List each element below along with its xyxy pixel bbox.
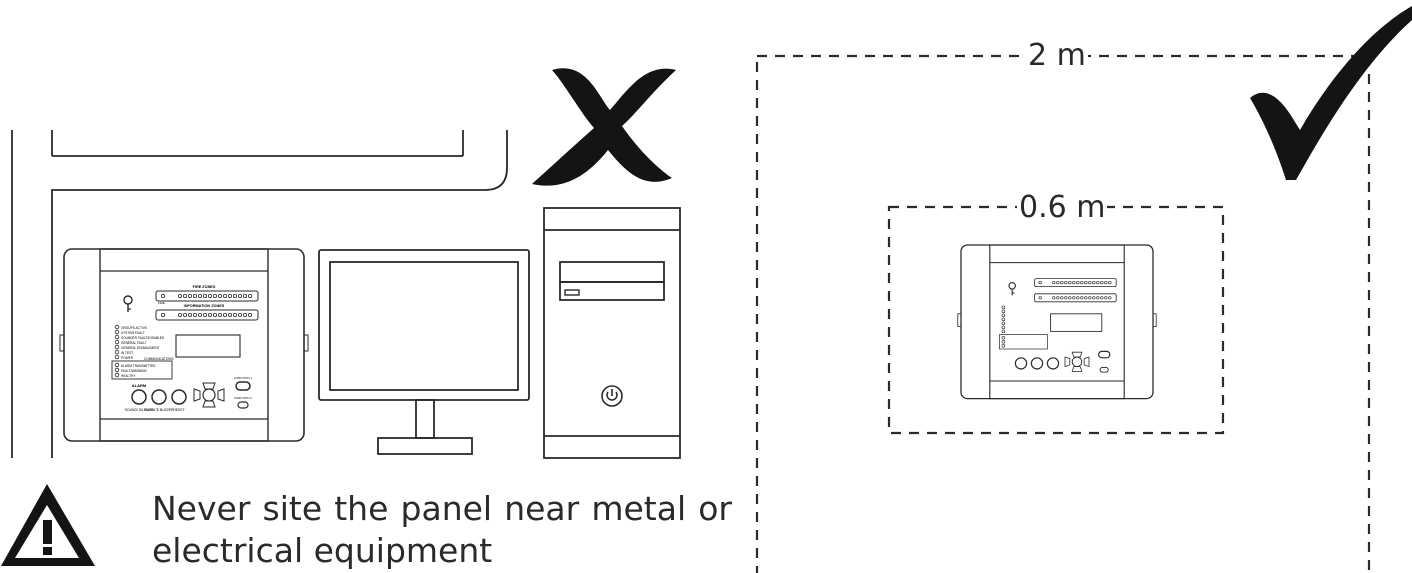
panel-button-label-0: SOUND/ SILENCE — [125, 408, 154, 412]
monitor — [318, 249, 530, 455]
panel-status-6: POWER — [121, 356, 134, 360]
panel-status-3: GENERAL FAULT — [121, 341, 147, 345]
panel-status-0: GROUPS ACTIVE — [121, 326, 147, 330]
panel-comm-1: FAULT/WARNING — [121, 369, 147, 373]
outer-dimension-label: 2 m — [1026, 38, 1088, 73]
panel-comms-label: COMMUNICATIONS — [144, 357, 174, 361]
panel-status-2: SOUNDER FAULT/DISABLED — [121, 336, 165, 340]
panel-fire-label: FIRE — [158, 301, 165, 305]
cross-icon — [532, 68, 676, 186]
fire-panel-right — [957, 244, 1157, 400]
panel-button-label-1: SILENCE BUZZER — [144, 408, 174, 412]
panel-alarm-label: ALARM — [132, 383, 147, 388]
panel-comm-0: ALARM TRANSMITTED — [121, 364, 156, 368]
panel-status-5: IN TEST — [121, 351, 133, 355]
left-wall — [11, 130, 508, 458]
panel-function1-label: FUNCTION 1 — [234, 376, 252, 380]
panel-info-zones-label: INFORMATION ZONES — [184, 304, 225, 308]
warning-triangle-icon — [1, 484, 95, 566]
warning-caption: Never site the panel near metal or elect… — [152, 489, 732, 570]
computer-tower — [543, 207, 681, 459]
panel-comm-2: HEALTHY — [121, 374, 136, 378]
inner-dimension-label: 0.6 m — [1017, 190, 1108, 225]
panel-button-label-2: RESET — [173, 408, 184, 412]
power-icon — [601, 385, 623, 407]
checkmark-icon — [1250, 6, 1412, 180]
panel-status-1: SYSTEM FAULT — [121, 331, 145, 335]
fire-panel-left: FIRE ZONES INFORMATION ZONES FIRE GROUPS… — [59, 248, 309, 442]
panel-function2-label: FUNCTION 2 — [234, 396, 252, 400]
panel-status-4: GENERAL DISABLEMENT — [121, 346, 160, 350]
panel-fire-zones-label: FIRE ZONES — [193, 285, 216, 289]
